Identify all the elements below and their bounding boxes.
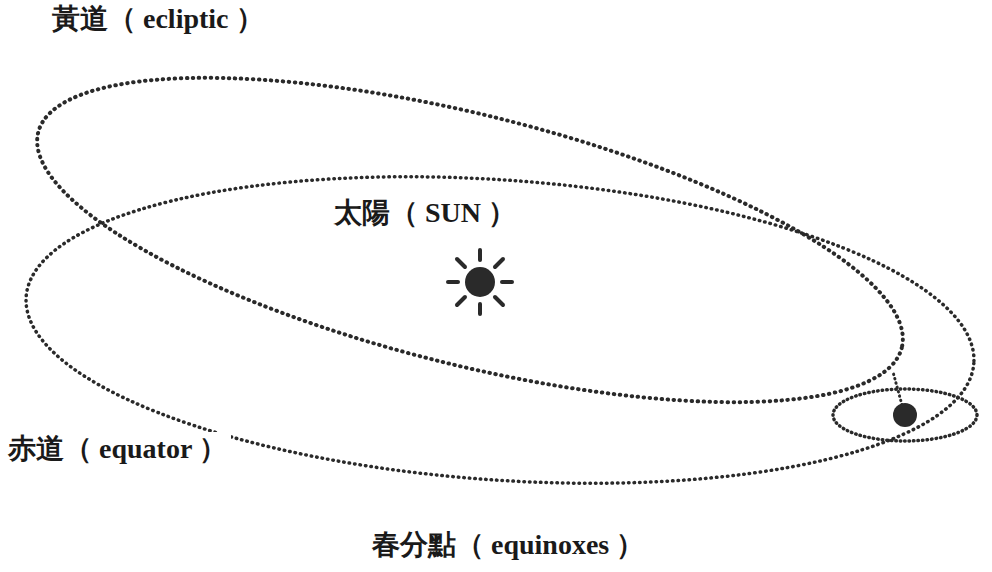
sun-symbol (448, 250, 512, 314)
diagram-label: 春分點（ equinoxes ） (368, 528, 648, 562)
diagram-label: 太陽（ SUN ） (330, 196, 520, 230)
diagram-label: 赤道（ equator ） (4, 432, 231, 466)
earth-symbol (893, 403, 917, 427)
ecliptic-orbit (8, 11, 932, 469)
earth-small-orbit (833, 389, 977, 441)
diagram-label: 黃道（ ecliptic ） (48, 2, 268, 36)
earth-axis-line (893, 372, 902, 405)
